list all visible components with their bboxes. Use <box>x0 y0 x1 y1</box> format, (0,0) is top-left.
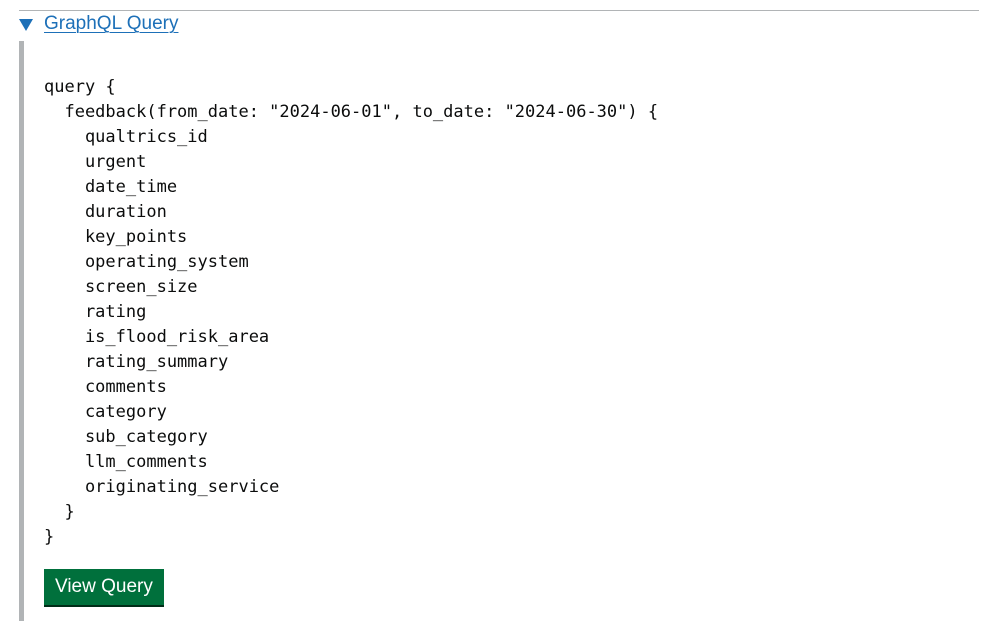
query-line: screen_size <box>44 277 198 297</box>
query-line: rating <box>44 302 147 322</box>
graphql-query-toggle-link[interactable]: GraphQL Query <box>44 13 179 34</box>
graphql-query-code: query { feedback(from_date: "2024-06-01"… <box>44 75 658 550</box>
query-line: urgent <box>44 152 147 172</box>
query-line: comments <box>44 377 167 397</box>
query-line: key_points <box>44 227 188 247</box>
details-panel: query { feedback(from_date: "2024-06-01"… <box>19 41 924 621</box>
query-line: sub_category <box>44 427 208 447</box>
query-line: qualtrics_id <box>44 127 208 147</box>
details-summary[interactable]: GraphQL Query <box>19 13 178 35</box>
query-line: llm_comments <box>44 452 208 472</box>
query-line: date_time <box>44 177 178 197</box>
query-line: category <box>44 402 167 422</box>
query-line: is_flood_risk_area <box>44 327 270 347</box>
query-line: } <box>44 527 55 547</box>
section-divider <box>19 10 979 11</box>
query-line: feedback(from_date: "2024-06-01", to_dat… <box>44 102 659 122</box>
query-line: duration <box>44 202 167 222</box>
query-line: rating_summary <box>44 352 229 372</box>
query-line: query { <box>44 77 116 97</box>
view-query-button[interactable]: View Query <box>44 569 164 605</box>
query-line: originating_service <box>44 477 280 497</box>
query-line: } <box>44 502 75 522</box>
query-line: operating_system <box>44 252 249 272</box>
triangle-down-icon[interactable] <box>19 18 33 31</box>
